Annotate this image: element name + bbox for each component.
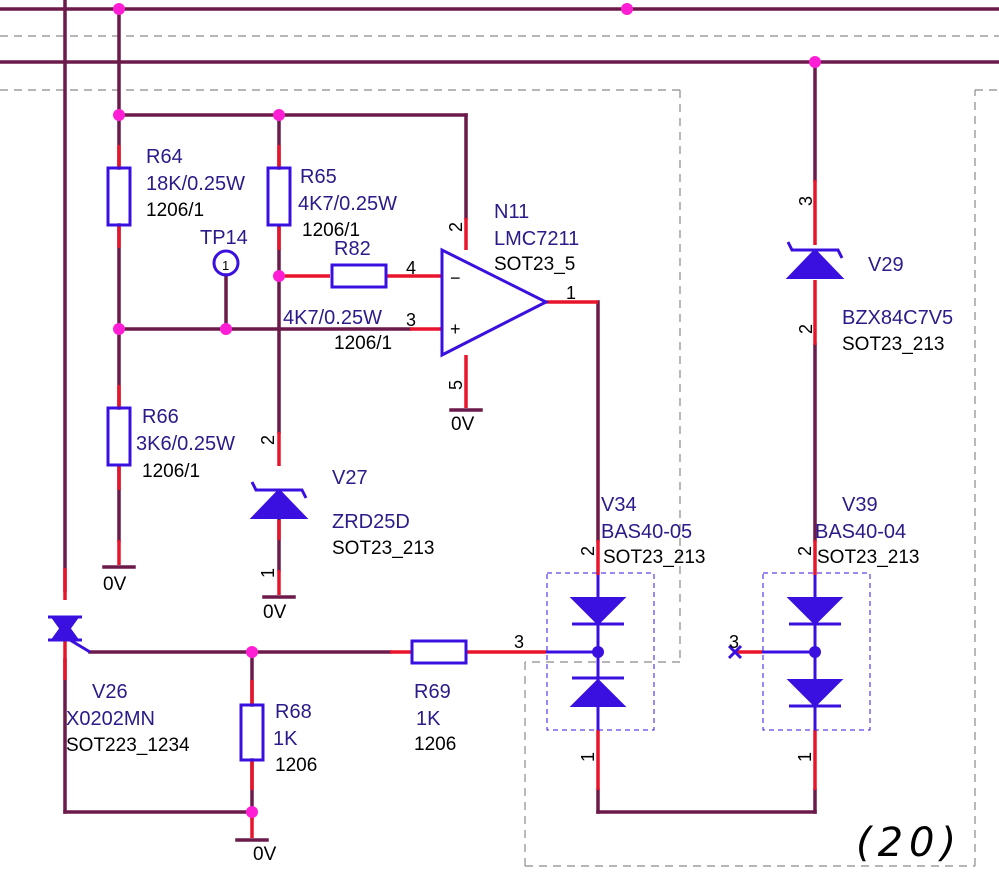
junction-node: [273, 270, 285, 282]
v34-common-node: [592, 646, 604, 658]
v26-triac-lower: [50, 620, 80, 641]
v27-package: SOT23_213: [332, 538, 434, 559]
v39-common-node: [809, 646, 821, 658]
r66-value: 3K6/0.25W: [136, 433, 235, 455]
v27-zener-bar: [250, 481, 308, 499]
tp14-pin1: 1: [222, 258, 229, 273]
r82-ref: R82: [334, 238, 371, 260]
v29-ref: V29: [868, 254, 904, 276]
v27-ref: V27: [332, 467, 368, 489]
v34-package: SOT23_213: [603, 547, 705, 568]
n11-pin5-label: 5: [446, 380, 466, 390]
v39-pin3-label: 3: [729, 632, 739, 652]
r69-package: 1206: [414, 734, 456, 755]
r68-package: 1206: [275, 755, 317, 776]
junction-node: [621, 3, 633, 15]
v27-pin2-label: 2: [258, 435, 278, 445]
junction-node: [220, 323, 232, 335]
r82-value: 4K7/0.25W: [283, 307, 382, 329]
n11-value: LMC7211: [494, 228, 579, 250]
r64-package: 1206/1: [146, 200, 204, 221]
v39-lower-diode: [786, 679, 844, 708]
v39-value: BAS40-04: [815, 521, 906, 543]
n11-ref: N11: [494, 201, 529, 223]
r65-value: 4K7/0.25W: [298, 193, 397, 215]
n11-minus-sign: −: [450, 268, 461, 288]
sheet-number: (20): [856, 820, 962, 866]
junction-node: [246, 806, 258, 818]
n11-package: SOT23_5: [494, 254, 575, 275]
r66-ground-label: 0V: [103, 574, 127, 595]
junction-node: [273, 109, 285, 121]
tp14-symbol: [212, 249, 240, 277]
v27-pin1-label: 1: [258, 568, 278, 578]
v34-pin1-label: 1: [578, 752, 598, 762]
r65-body: [266, 166, 292, 227]
junction-node: [113, 3, 125, 15]
junction-node: [113, 109, 125, 121]
n11-pin2-label: 2: [446, 222, 466, 232]
v34-value: BAS40-05: [601, 521, 692, 543]
junction-node: [113, 323, 125, 335]
v34-pin2-label: 2: [578, 546, 598, 556]
n11-pin1-label: 1: [566, 283, 576, 303]
r82-package: 1206/1: [334, 333, 392, 354]
v29-pin3-label: 3: [796, 196, 816, 206]
v34-upper-diode: [569, 597, 627, 626]
n11-ground-label: 0V: [451, 414, 475, 435]
r65-package: 1206/1: [302, 220, 360, 241]
v27-ground-label: 0V: [263, 602, 287, 623]
v29-zener-bar: [786, 241, 844, 259]
v29-package: SOT23_213: [842, 334, 944, 355]
r64-ref: R64: [146, 146, 183, 168]
ground-symbols: [102, 408, 483, 842]
r66-ref: R66: [142, 406, 179, 428]
r82-body: [330, 263, 388, 289]
tp14-ref: TP14: [200, 227, 248, 249]
v26-package: SOT223_1234: [66, 735, 190, 756]
n11-plus-sign: +: [450, 319, 461, 339]
v34-ref: V34: [601, 494, 637, 516]
r64-value: 18K/0.25W: [146, 173, 245, 195]
n11-opamp-symbol: [440, 247, 550, 358]
v39-noconnect-mark-b: [727, 644, 743, 660]
v27-zener-triangle: [249, 488, 309, 519]
v34-package-outline: [546, 572, 655, 731]
bottom-ground-label: 0V: [253, 844, 277, 865]
r68-ref: R68: [275, 701, 312, 723]
v39-ref: V39: [842, 494, 878, 516]
sheet-boundaries: [0, 35, 999, 867]
r66-body: [106, 406, 132, 467]
v34-lower-diode: [569, 678, 627, 707]
r69-value: 1K: [416, 708, 441, 730]
r68-body: [239, 703, 265, 762]
n11-pin4-label: 4: [406, 258, 416, 278]
v29-value: BZX84C7V5: [842, 307, 953, 329]
v34-pin3-label: 3: [514, 632, 524, 652]
r69-ref: R69: [414, 681, 451, 703]
v26-gate-lead: [69, 638, 91, 654]
junctions: [113, 3, 821, 818]
r69-body: [410, 639, 468, 665]
r68-value: 1K: [273, 728, 298, 750]
v39-package: SOT23_213: [817, 547, 919, 568]
r64-body: [106, 166, 132, 227]
junction-node: [809, 56, 821, 68]
v39-pin2-label: 2: [795, 546, 815, 556]
v29-pin2-label: 2: [796, 324, 816, 334]
r66-package: 1206/1: [142, 461, 200, 482]
v39-pin1-label: 1: [795, 752, 815, 762]
r65-ref: R65: [300, 166, 337, 188]
pin-stubs: [63, 145, 817, 838]
v39-upper-diode: [786, 597, 844, 626]
v29-zener-triangle: [785, 248, 845, 279]
junction-node: [246, 646, 258, 658]
v27-value: ZRD25D: [332, 511, 410, 533]
n11-pin3-label: 3: [406, 310, 416, 330]
v26-value: X0202MN: [66, 708, 155, 730]
v26-ref: V26: [92, 681, 128, 703]
